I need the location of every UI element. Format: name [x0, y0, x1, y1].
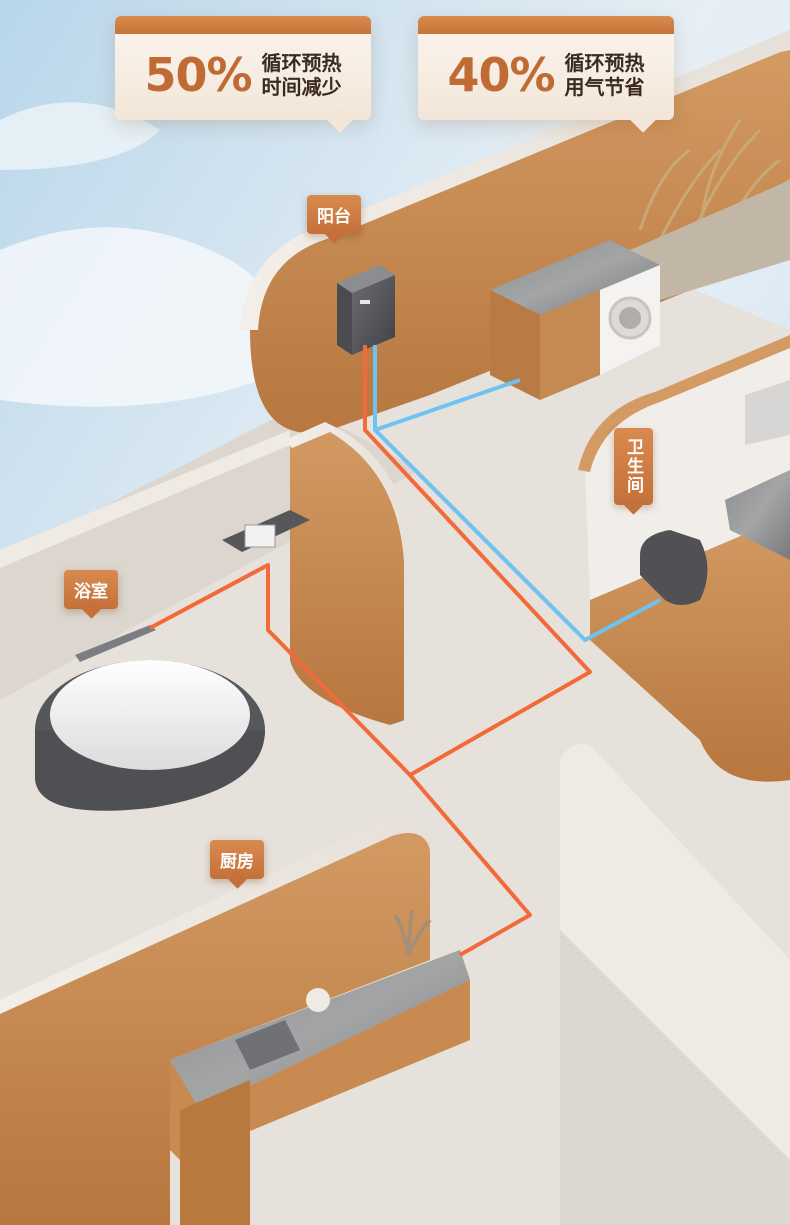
banner-preheat-time: 50% 循环预热 时间减少: [115, 16, 371, 120]
wall-shelf: [222, 510, 310, 552]
banner-gas-saving: 40% 循环预热 用气节省: [418, 16, 674, 120]
banner-caption-line: 时间减少: [261, 75, 342, 99]
room-tag-toilet: 卫生间: [614, 428, 653, 505]
gas-water-heater: [337, 265, 395, 355]
room-tag-bathroom: 浴室: [64, 570, 118, 609]
banner-caption: 循环预热 时间减少: [262, 51, 342, 99]
cloud: [0, 227, 275, 407]
kitchen-wall: [0, 817, 436, 1225]
banner-caption: 循环预热 用气节省: [565, 51, 645, 99]
corridor-wall: [560, 744, 790, 1225]
banner-caption-line: 循环预热: [261, 51, 342, 75]
partition-wall-face: [290, 425, 405, 725]
bowl: [306, 988, 330, 1012]
mirror: [745, 380, 790, 445]
banner-percent: 40%: [447, 48, 555, 102]
kitchen-counter: [170, 909, 470, 1225]
vanity-top: [725, 470, 790, 560]
bath-faucet: [75, 625, 156, 662]
cold-water-pipe: [373, 345, 661, 642]
toilet-room: [578, 335, 790, 782]
room-tag-kitchen: 厨房: [210, 840, 264, 879]
wall-toilet: [640, 530, 708, 605]
room-tag-balcony: 阳台: [307, 195, 361, 234]
hot-water-pipe: [149, 345, 592, 957]
kitchen-sink: [235, 1020, 300, 1070]
back-wall-top: [240, 30, 790, 330]
flower-vase: [393, 909, 432, 956]
bathtub: [35, 625, 265, 811]
left-wall-top: [0, 430, 290, 568]
banner-caption-line: 循环预热: [564, 51, 645, 75]
dried-grass-plant: [630, 119, 790, 300]
banner-percent: 50%: [144, 48, 252, 102]
washing-machine-cabinet: [490, 240, 660, 400]
banner-caption-line: 用气节省: [564, 75, 645, 99]
